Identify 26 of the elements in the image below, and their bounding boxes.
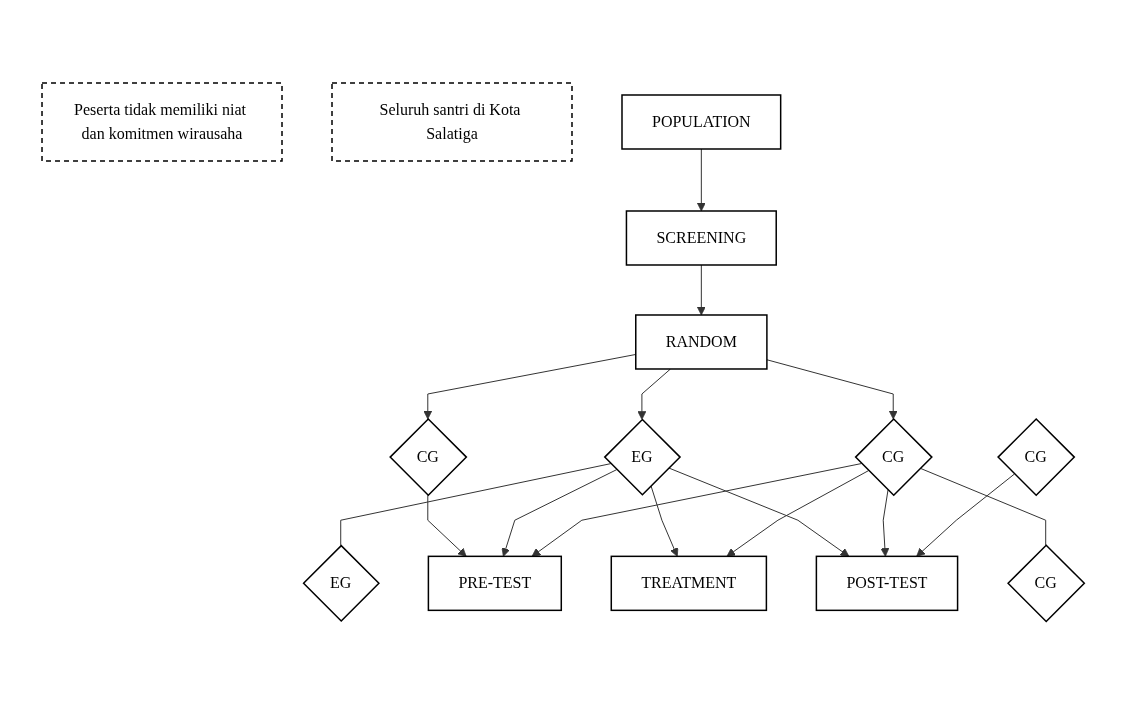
node-diamond: CG	[854, 417, 933, 497]
node-box: TREATMENT	[610, 555, 767, 611]
arrow	[696, 148, 706, 212]
connector	[340, 462, 612, 546]
arrow	[427, 494, 467, 557]
node-box: RANDOM	[634, 314, 768, 370]
arrow	[726, 469, 869, 557]
arrow	[501, 468, 618, 557]
node-box: Seluruh santri di Kota Salatiga	[331, 82, 573, 162]
node-diamond: CG	[996, 417, 1076, 497]
node-box: SCREENING	[625, 210, 777, 266]
node-box: POPULATION	[621, 94, 782, 150]
arrow	[880, 489, 890, 557]
node-diamond: EG	[603, 418, 681, 496]
node-diamond: CG	[1006, 543, 1086, 623]
arrow	[668, 467, 850, 557]
arrow	[637, 368, 671, 420]
arrow	[531, 462, 862, 557]
arrow	[696, 264, 706, 316]
node-box: Peserta tidak memiliki niat dan komitmen wirausaha	[41, 82, 283, 162]
node-box: POST-TEST	[815, 555, 959, 611]
node-box: PRE-TEST	[427, 555, 562, 611]
arrow	[916, 473, 1015, 557]
node-diamond: EG	[302, 544, 380, 622]
arrow	[766, 359, 898, 420]
node-diamond: CG	[388, 417, 468, 497]
